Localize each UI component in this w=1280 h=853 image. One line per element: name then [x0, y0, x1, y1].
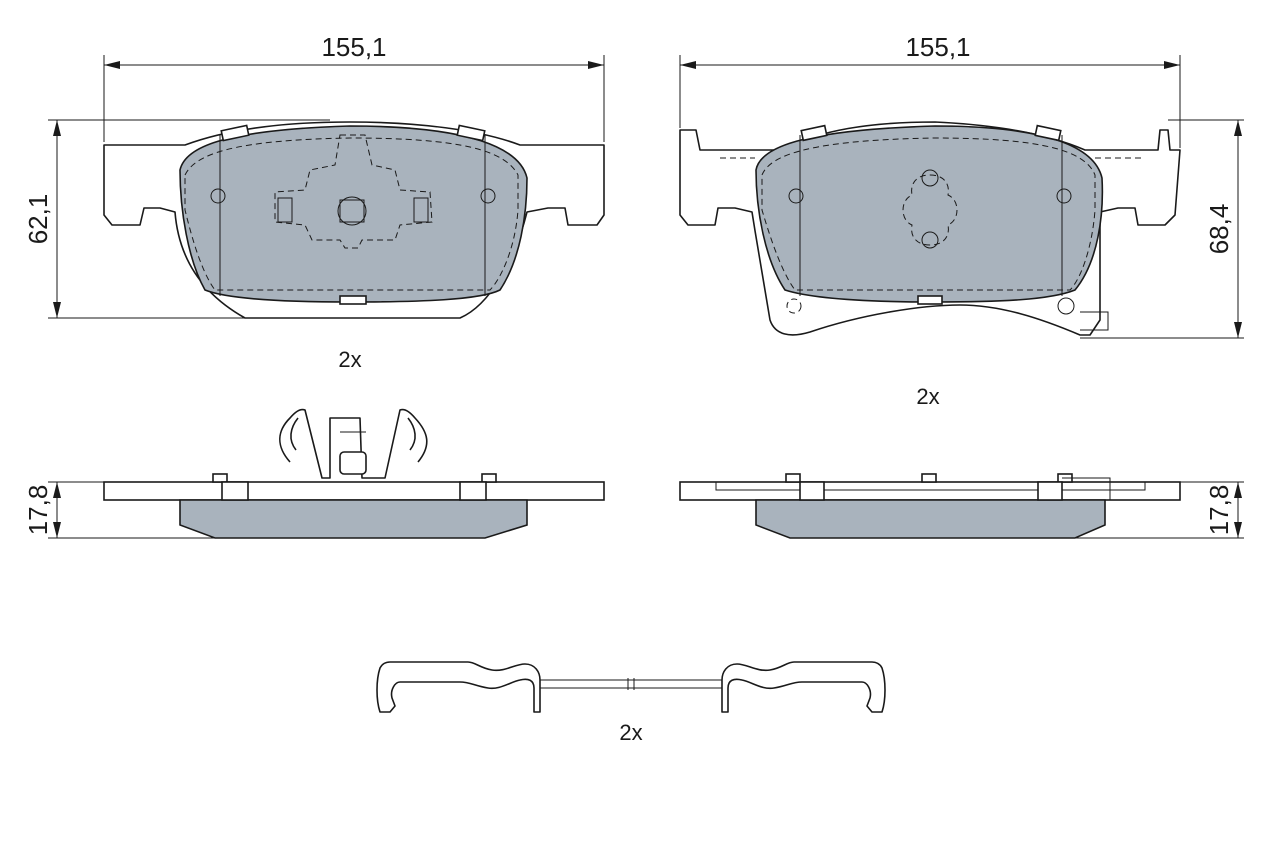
right-height-dimension: 68,4: [1080, 119, 1244, 339]
left-pad-front-view: [103, 121, 605, 319]
left-pad-side-view: [103, 408, 605, 539]
retaining-spring: [376, 661, 886, 713]
right-height-label: 68,4: [1204, 204, 1234, 255]
right-pad-quantity: 2x: [916, 384, 939, 409]
right-width-label: 155,1: [905, 32, 970, 62]
left-width-dimension: 155,1: [103, 32, 605, 142]
left-pad-quantity: 2x: [338, 347, 361, 372]
right-thickness-label: 17,8: [1204, 485, 1234, 536]
left-thickness-label: 17,8: [23, 485, 53, 536]
left-width-label: 155,1: [321, 32, 386, 62]
right-pad-front-view: [679, 121, 1181, 336]
left-height-label: 62,1: [23, 194, 53, 245]
right-thickness-dimension: 17,8: [1075, 481, 1244, 539]
spring-quantity: 2x: [619, 720, 642, 745]
right-width-dimension: 155,1: [679, 32, 1181, 148]
right-pad-side-view: [679, 473, 1181, 539]
left-thickness-dimension: 17,8: [23, 481, 215, 539]
left-height-dimension: 62,1: [23, 119, 330, 319]
